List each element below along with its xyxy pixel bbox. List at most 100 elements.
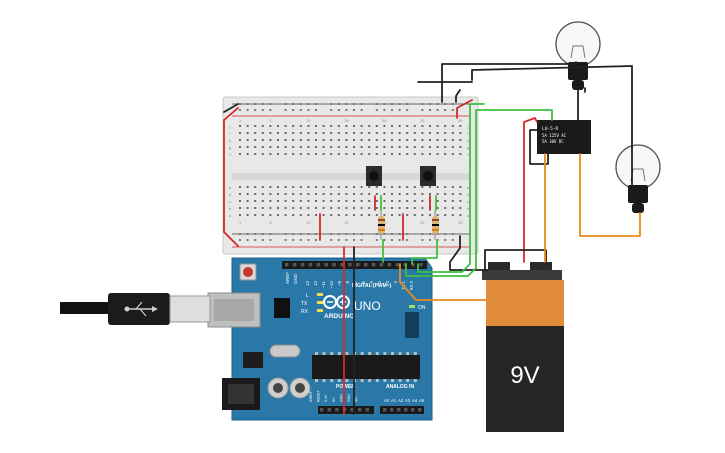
breadboard-hole xyxy=(254,207,257,209)
relay[interactable]: LU-5-R 5A 125V AC 5A 30V DC xyxy=(537,120,591,154)
wire-black-rail-top[interactable] xyxy=(455,89,461,103)
rail-hole xyxy=(444,233,447,235)
breadboard-hole xyxy=(307,153,310,155)
wire-red-rail-top[interactable] xyxy=(456,99,473,119)
crystal xyxy=(269,344,301,358)
breadboard-hole xyxy=(345,125,348,127)
breadboard-hole xyxy=(360,146,363,148)
push-button-2-cap[interactable] xyxy=(423,171,433,181)
breadboard-hole xyxy=(284,139,287,141)
breadboard-hole xyxy=(315,207,317,209)
power-jack-inner xyxy=(228,384,254,404)
breadboard-hole xyxy=(444,193,447,195)
breadboard-hole xyxy=(436,146,439,148)
resistor-1[interactable] xyxy=(378,210,385,240)
breadboard-hole xyxy=(421,153,424,155)
wire-black-battery[interactable] xyxy=(449,235,489,271)
breadboard-hole xyxy=(406,207,409,209)
rail-hole xyxy=(391,109,393,111)
wire-orange-battery[interactable] xyxy=(399,263,487,301)
breadboard-hole xyxy=(246,132,249,134)
row-letter: a xyxy=(467,213,470,218)
wire-green-relay[interactable] xyxy=(405,109,553,277)
reset-button-cap[interactable] xyxy=(243,267,253,277)
capacitor-1-top xyxy=(273,383,283,393)
chip-pin xyxy=(368,352,372,355)
column-number: 25 xyxy=(420,221,424,225)
breadboard-hole xyxy=(421,200,424,202)
rail-hole xyxy=(292,109,295,111)
wire-black-relay[interactable] xyxy=(529,129,549,165)
breadboard-hole xyxy=(254,193,257,195)
usb-chip xyxy=(274,298,290,318)
breadboard-hole xyxy=(239,125,241,127)
power-pin-label: GND xyxy=(347,394,351,402)
wire-black-bulb1-a[interactable] xyxy=(441,61,577,103)
wire-black-rail-left[interactable] xyxy=(223,103,239,113)
breadboard-hole xyxy=(330,207,333,209)
chip-pin xyxy=(360,379,364,382)
breadboard-hole xyxy=(451,146,454,148)
header-hole xyxy=(365,408,369,412)
light-bulb-2[interactable] xyxy=(615,144,661,213)
wire-red-battery-relay[interactable] xyxy=(523,117,538,263)
breadboard-hole xyxy=(406,153,409,155)
breadboard-hole xyxy=(421,214,424,216)
breadboard-hole xyxy=(246,207,249,209)
wire-black-bulb2[interactable] xyxy=(471,65,633,187)
resistor-2[interactable] xyxy=(432,210,439,240)
push-button-2[interactable] xyxy=(420,166,436,186)
rail-hole xyxy=(254,239,257,241)
breadboard-hole xyxy=(239,186,241,188)
rail-hole xyxy=(406,109,409,111)
breadboard-hole xyxy=(391,207,393,209)
breadboard-hole xyxy=(421,207,424,209)
breadboard-hole xyxy=(375,146,378,148)
breadboard-hole xyxy=(451,214,454,216)
breadboard-hole xyxy=(444,146,447,148)
rail-hole xyxy=(269,233,272,235)
battery-9v[interactable]: 9V xyxy=(482,262,564,432)
power-pin-label: GND xyxy=(339,394,343,402)
breadboard-hole xyxy=(406,132,409,134)
breadboard-hole xyxy=(429,186,431,188)
digital-pin-label: ~6 xyxy=(361,280,366,285)
chip-pin xyxy=(337,379,341,382)
breadboard-hole xyxy=(368,200,371,202)
light-bulb-1[interactable] xyxy=(555,21,601,90)
breadboard-hole xyxy=(261,186,264,188)
breadboard-hole xyxy=(261,146,264,148)
chip-pin xyxy=(406,352,410,355)
breadboard-hole xyxy=(360,125,363,127)
breadboard-hole xyxy=(239,214,241,216)
breadboard-hole xyxy=(375,193,378,195)
chip-pin xyxy=(345,352,349,355)
wire-green-relay-2[interactable] xyxy=(417,103,485,273)
breadboard-hole xyxy=(398,207,401,209)
breadboard-hole xyxy=(292,207,295,209)
breadboard-hole xyxy=(254,153,257,155)
breadboard-hole xyxy=(413,125,416,127)
wire-green-pin-b[interactable] xyxy=(411,239,438,265)
rail-hole xyxy=(375,103,378,105)
wire-black-battery-right[interactable] xyxy=(484,249,547,271)
breadboard-hole xyxy=(360,214,363,216)
tx-led xyxy=(317,301,323,304)
push-button-1[interactable] xyxy=(366,166,382,186)
breadboard-hole xyxy=(292,146,295,148)
wire-red-rail-left[interactable] xyxy=(223,107,239,247)
push-button-1-cap[interactable] xyxy=(369,171,379,181)
breadboard-hole xyxy=(307,139,310,141)
wire-orange-bulb2[interactable] xyxy=(579,153,641,237)
header-hole xyxy=(387,263,392,267)
breadboard-hole xyxy=(360,139,363,141)
breadboard-hole xyxy=(353,186,355,188)
breadboard-hole xyxy=(451,193,454,195)
chip-pin xyxy=(375,379,379,382)
rail-hole xyxy=(307,109,310,111)
rail-hole xyxy=(299,103,302,105)
breadboard-hole xyxy=(246,139,249,141)
breadboard-hole xyxy=(337,125,340,127)
